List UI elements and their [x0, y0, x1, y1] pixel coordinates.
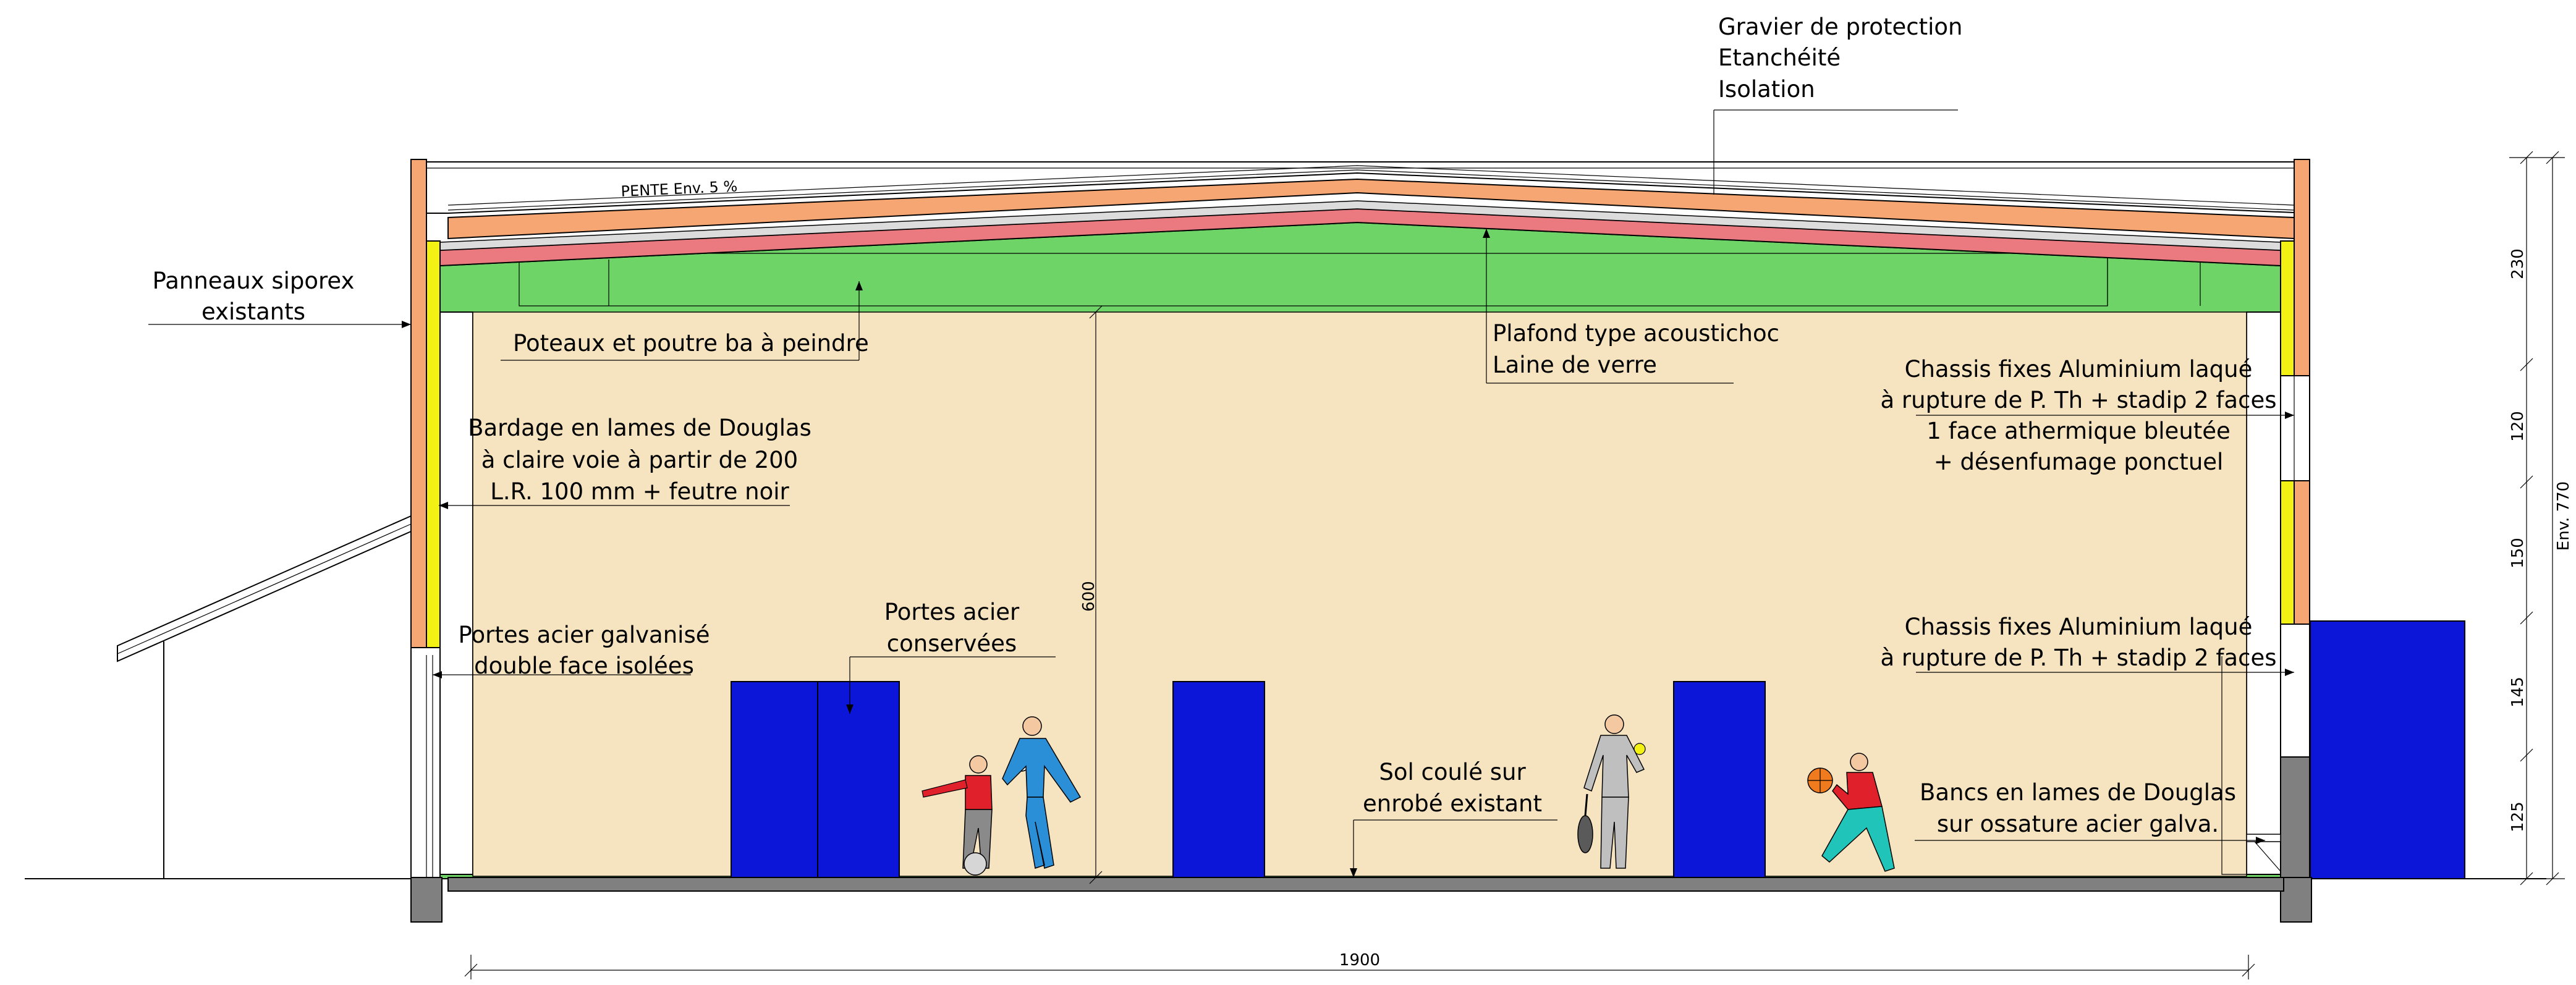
man-with-racket-icon — [1577, 714, 1646, 869]
dim-seg-230: 230 — [2509, 248, 2527, 279]
chassis-lower-label-1: Chassis fixes Aluminium laqué — [1905, 614, 2253, 640]
dim-total-height: Env. 770 — [2554, 481, 2573, 551]
man-with-ball-icon — [1002, 716, 1082, 869]
floor-label-2: enrobé existant — [1363, 790, 1542, 817]
siporex-label-1: Panneaux siporex — [153, 268, 355, 294]
chassis-frame-right-lower — [2280, 624, 2310, 758]
benches-label-2: sur ossature acier galva. — [1937, 811, 2219, 837]
cladding-label-1: Bardage en lames de Douglas — [468, 415, 811, 441]
chassis-frame-right-upper — [2280, 375, 2310, 481]
floor-slab — [447, 877, 2284, 892]
floor-label-1: Sol coulé sur — [1379, 759, 1526, 785]
galv-doors-label-2: double face isolées — [474, 653, 694, 679]
beams-label: Poteaux et poutre ba à peindre — [513, 330, 869, 357]
footing-left — [410, 877, 443, 923]
dim-seg-145: 145 — [2509, 677, 2527, 708]
dim-seg-125: 125 — [2509, 801, 2527, 832]
chassis-upper-label-1: Chassis fixes Aluminium laqué — [1905, 356, 2253, 383]
siporex-panels-right — [2294, 159, 2310, 376]
dim-seg-120: 120 — [2509, 411, 2527, 442]
galv-doors-label-1: Portes acier galvanisé — [459, 622, 710, 648]
roof-layer-label-1: Gravier de protection — [1718, 14, 1963, 40]
roof-layer-label-2: Etanchéité — [1718, 44, 1841, 71]
glazing-strip-left — [426, 240, 441, 648]
dimension-lines — [464, 151, 2565, 979]
wall-base-left — [410, 647, 441, 878]
kept-doors-label-1: Portes acier — [884, 599, 1020, 625]
ceiling-label-1: Plafond type acoustichoc — [1493, 320, 1779, 347]
footing-right — [2280, 877, 2312, 923]
chassis-lower-label-2: à rupture de P. Th + stadip 2 faces — [1881, 645, 2277, 671]
glazing-strip-right-upper — [2280, 240, 2295, 376]
ceiling-label-2: Laine de verre — [1493, 352, 1657, 378]
adjacent-shed — [117, 515, 412, 879]
chassis-upper-label-3: 1 face athermique bleutée — [1926, 418, 2231, 444]
roof-layer-label-3: Isolation — [1718, 76, 1815, 103]
door-center — [1172, 681, 1265, 878]
chassis-upper-label-4: + désenfumage ponctuel — [1934, 449, 2224, 475]
leader-lines — [148, 109, 2294, 877]
door-right — [1673, 681, 1766, 878]
boy-with-basketball-icon — [1807, 753, 1895, 872]
siporex-panels-left — [410, 159, 427, 648]
kept-doors-left — [731, 681, 900, 878]
chassis-upper-label-2: à rupture de P. Th + stadip 2 faces — [1881, 387, 2277, 413]
kept-doors-label-2: conservées — [887, 630, 1017, 657]
benches-label-1: Bancs en lames de Douglas — [1920, 779, 2236, 806]
cladding-label-2: à claire voie à partir de 200 — [481, 447, 798, 473]
glazing-strip-right-mid — [2280, 480, 2295, 625]
wall-base-right — [2280, 756, 2310, 878]
siporex-label-2: existants — [201, 298, 305, 325]
dim-interior-height: 600 — [1080, 581, 1098, 612]
siporex-panels-right-mid — [2294, 480, 2310, 625]
exterior-blue-panel — [2310, 620, 2465, 879]
bench — [2221, 656, 2281, 875]
cladding-label-3: L.R. 100 mm + feutre noir — [490, 478, 789, 505]
dim-width: 1900 — [1339, 951, 1380, 970]
dim-seg-150: 150 — [2509, 538, 2527, 569]
boy-with-ball-icon — [922, 755, 993, 876]
